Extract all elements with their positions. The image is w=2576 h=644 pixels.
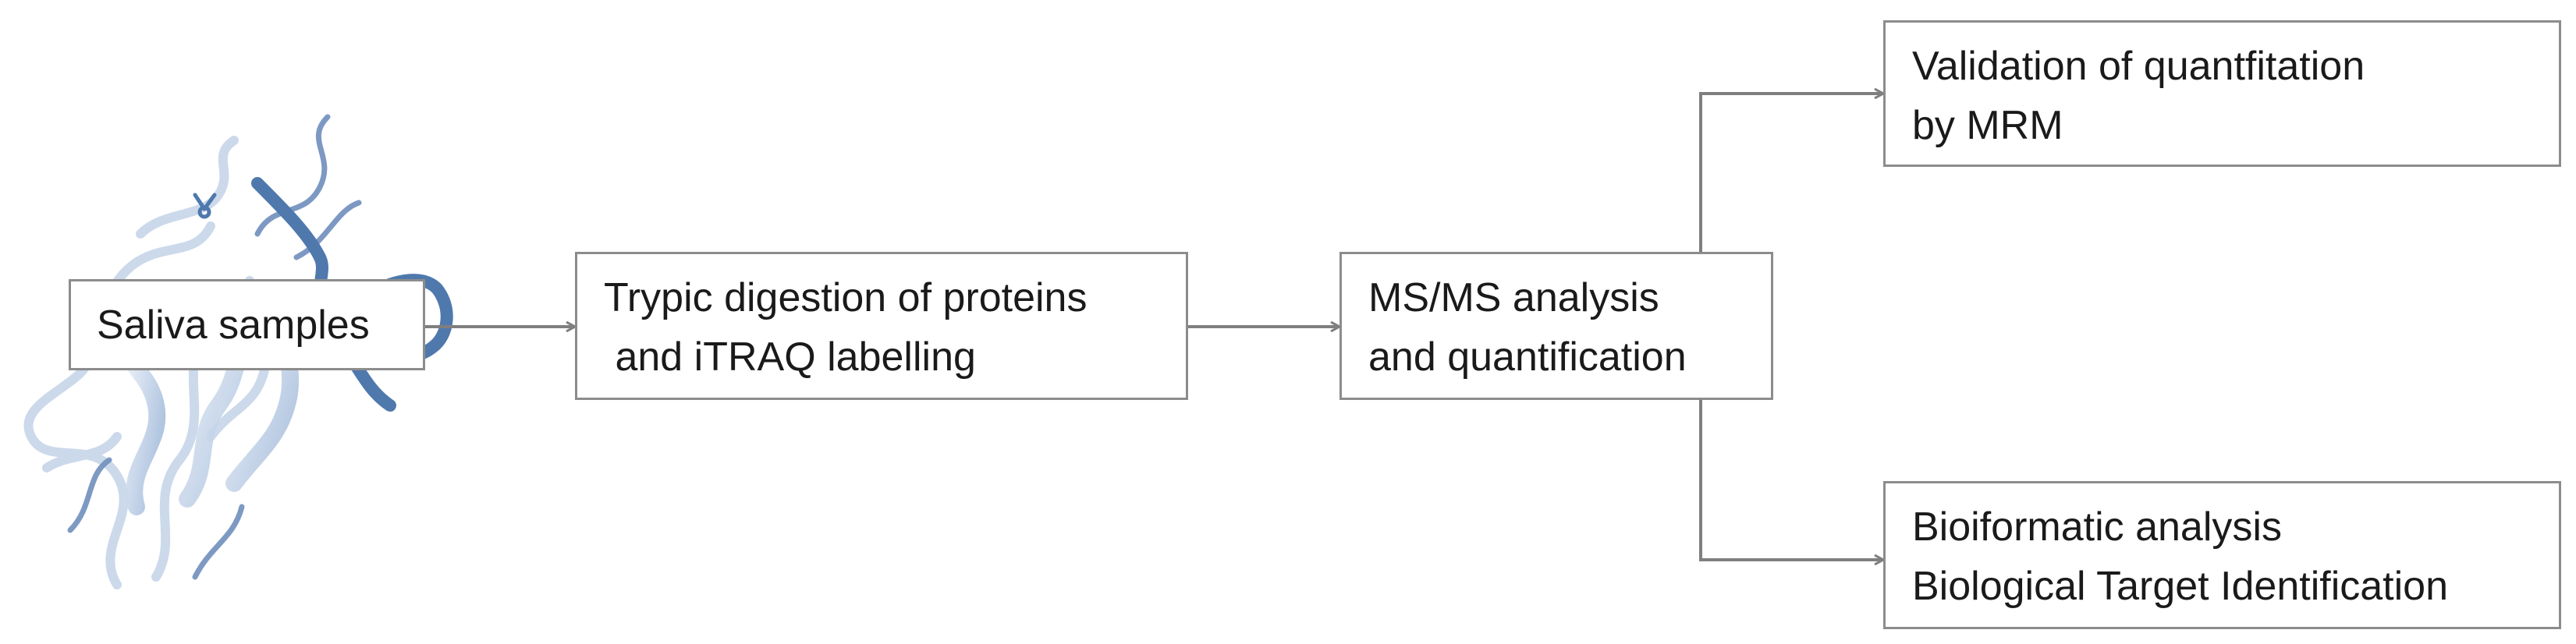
node-label-line: Biological Target Identification	[1912, 564, 2449, 609]
node-bioinformatic-analysis: Bioiformatic analysis Biological Target …	[1883, 481, 2561, 629]
node-label-line: Saliva samples	[97, 303, 370, 348]
node-label-line: by MRM	[1912, 103, 2063, 148]
node-saliva-samples: Saliva samples	[69, 279, 425, 370]
node-label-line: Trypic digestion of proteins	[604, 275, 1088, 320]
node-label-line: Bioiformatic analysis	[1912, 504, 2282, 550]
node-label-line: MS/MS analysis	[1368, 275, 1659, 320]
edge-msms-to-validation	[1699, 94, 1883, 252]
node-label-line: and quantification	[1368, 334, 1687, 380]
node-label-line: and iTRAQ labelling	[604, 334, 976, 380]
node-msms-analysis: MS/MS analysis and quantification	[1339, 252, 1773, 400]
node-trypic-digestion: Trypic digestion of proteins and iTRAQ l…	[575, 252, 1188, 400]
edge-msms-to-bioinformatics	[1699, 400, 1883, 560]
node-label-line: Validation of quantfitation	[1912, 44, 2365, 89]
connectors	[425, 94, 1883, 560]
node-validation-mrm: Validation of quantfitation by MRM	[1883, 20, 2561, 167]
